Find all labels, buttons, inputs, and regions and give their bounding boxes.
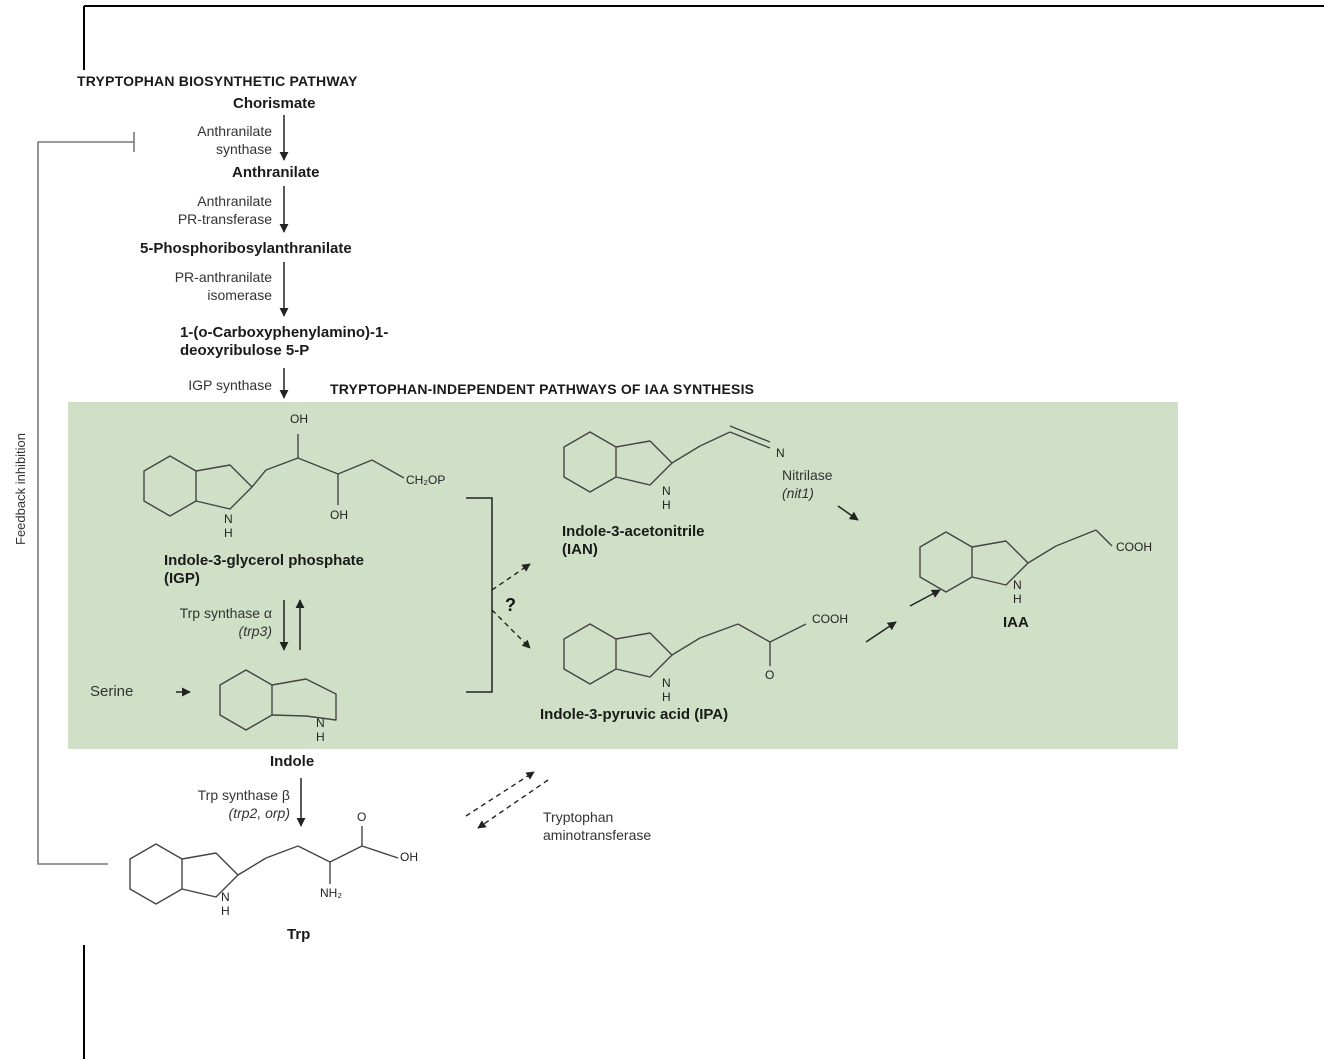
ipa-structure	[563, 623, 807, 685]
compound-igp-line1: Indole-3-glycerol phosphate	[164, 552, 365, 569]
iaa-independent-panel	[68, 402, 1178, 749]
pathway-arrows	[176, 115, 941, 827]
pathway-bracket	[466, 497, 493, 693]
arrow-ipa-iaa	[865, 621, 897, 643]
enzyme-igp-synthase: IGP synthase	[188, 377, 272, 393]
ipa-h: H	[662, 690, 671, 704]
enzyme-pr-isomerase-1: PR-anthranilate	[174, 269, 272, 285]
ipa-n: N	[662, 676, 671, 690]
dashed-arrow-to-ipa-from-trp	[465, 771, 535, 817]
dashed-arrows	[465, 563, 549, 829]
feedback-inhibition-label: Feedback inhibition	[13, 432, 28, 545]
ian-h: H	[662, 498, 671, 512]
dashed-arrow-to-ian	[491, 563, 531, 591]
iaa-cooh: COOH	[1116, 540, 1152, 554]
compound-serine: Serine	[90, 683, 134, 700]
trp-h: H	[221, 904, 230, 918]
iaa-h: H	[1013, 592, 1022, 606]
enzyme-trp-synthase-alpha-2: (trp3)	[238, 623, 272, 639]
indole-n: N	[316, 716, 325, 730]
compound-cdrp-line1: 1-(o-Carboxyphenylamino)-1-	[180, 324, 389, 341]
trp-n: N	[221, 890, 230, 904]
compound-ian-line1: Indole-3-acetonitrile	[562, 523, 705, 540]
enzyme-anthranilate-synthase-1: Anthranilate	[197, 123, 272, 139]
ipa-o: O	[765, 668, 775, 682]
compound-igp-line2: (IGP)	[164, 570, 200, 587]
enzyme-anthranilate-prt-2: PR-transferase	[177, 211, 272, 227]
compound-trp: Trp	[287, 926, 311, 943]
iaa-structure	[919, 529, 1113, 593]
igp-oh-bottom: OH	[330, 508, 348, 522]
enzyme-trp-synthase-beta-2: (trp2, orp)	[228, 805, 290, 821]
enzyme-pr-isomerase-2: isomerase	[207, 287, 272, 303]
feedback-inhibition-line	[37, 132, 135, 865]
arrow-to-iaa	[909, 589, 941, 607]
dashed-arrow-to-trp	[477, 779, 549, 829]
unknown-step-label: ?	[505, 595, 516, 615]
frame-lines	[83, 5, 1324, 1059]
ian-structure	[563, 425, 771, 493]
indole-h: H	[316, 730, 325, 744]
enzyme-anthranilate-prt-1: Anthranilate	[197, 193, 272, 209]
igp-oh-top: OH	[290, 412, 308, 426]
enzyme-nitrilase-2: (nit1)	[782, 485, 814, 501]
ian-n-ring: N	[662, 484, 671, 498]
compound-ipa: Indole-3-pyruvic acid (IPA)	[540, 706, 729, 723]
iaa-n: N	[1013, 578, 1022, 592]
enzyme-nitrilase-1: Nitrilase	[782, 467, 833, 483]
enzyme-trp-synthase-beta-1: Trp synthase β	[197, 787, 290, 803]
heading-independent: TRYPTOPHAN-INDEPENDENT PATHWAYS OF IAA S…	[330, 381, 755, 397]
igp-n: N	[224, 512, 233, 526]
heading-biosynthetic: TRYPTOPHAN BIOSYNTHETIC PATHWAY	[77, 73, 358, 89]
enzyme-anthranilate-synthase-2: synthase	[215, 141, 272, 157]
trp-oh: OH	[400, 850, 418, 864]
compound-anthranilate: Anthranilate	[232, 164, 320, 181]
compound-ian-line2: (IAN)	[562, 541, 598, 558]
ian-n-nitrile: N	[776, 446, 785, 460]
compound-indole: Indole	[270, 753, 315, 770]
trp-o: O	[357, 810, 367, 824]
trp-nh2: NH₂	[320, 886, 342, 900]
ipa-cooh: COOH	[812, 612, 848, 626]
enzyme-trp-synthase-alpha-1: Trp synthase α	[179, 605, 272, 621]
igp-structure	[143, 434, 405, 517]
compound-pra: 5-Phosphoribosylanthranilate	[140, 240, 352, 257]
trp-structure	[129, 826, 399, 905]
compound-cdrp-line2: deoxyribulose 5-P	[180, 342, 310, 359]
indole-structure	[219, 669, 337, 731]
enzyme-trp-aminotransferase-2: aminotransferase	[543, 827, 652, 843]
arrow-ian-iaa	[837, 505, 859, 521]
compound-chorismate: Chorismate	[233, 95, 316, 112]
enzyme-trp-aminotransferase-1: Tryptophan	[543, 809, 614, 825]
compound-iaa: IAA	[1003, 614, 1029, 631]
igp-h: H	[224, 526, 233, 540]
igp-ch2op: CH₂OP	[406, 473, 446, 487]
